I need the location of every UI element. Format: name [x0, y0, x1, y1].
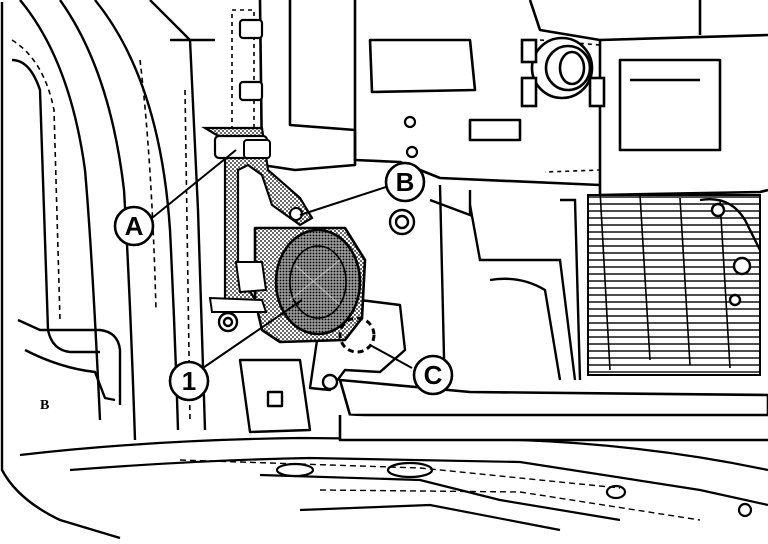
- callout-1: 1: [168, 360, 210, 402]
- bracket-bolts: [238, 18, 419, 159]
- body-mark: B: [40, 398, 49, 413]
- leader-lines: [151, 149, 413, 373]
- clip-c-marker: [338, 316, 376, 354]
- callout-b-label: B: [396, 167, 415, 197]
- grommet: [520, 36, 606, 108]
- wire-harness: [201, 126, 314, 307]
- callout-1-label: 1: [182, 366, 196, 396]
- cross-member: [338, 378, 768, 442]
- radiator-grille: [587, 189, 761, 376]
- callout-a: A: [113, 205, 155, 247]
- right-frame: [429, 184, 762, 412]
- left-body-panel: [0, 0, 215, 540]
- callout-c: C: [412, 354, 454, 396]
- upper-bracket: [258, 0, 768, 197]
- floor-panel: [19, 436, 768, 532]
- callout-b: B: [384, 161, 426, 203]
- left-panel-dashed-edges: [11, 39, 191, 421]
- floor-dashed: [179, 459, 701, 521]
- callout-c-label: C: [424, 360, 443, 390]
- callout-a-label: A: [125, 211, 144, 241]
